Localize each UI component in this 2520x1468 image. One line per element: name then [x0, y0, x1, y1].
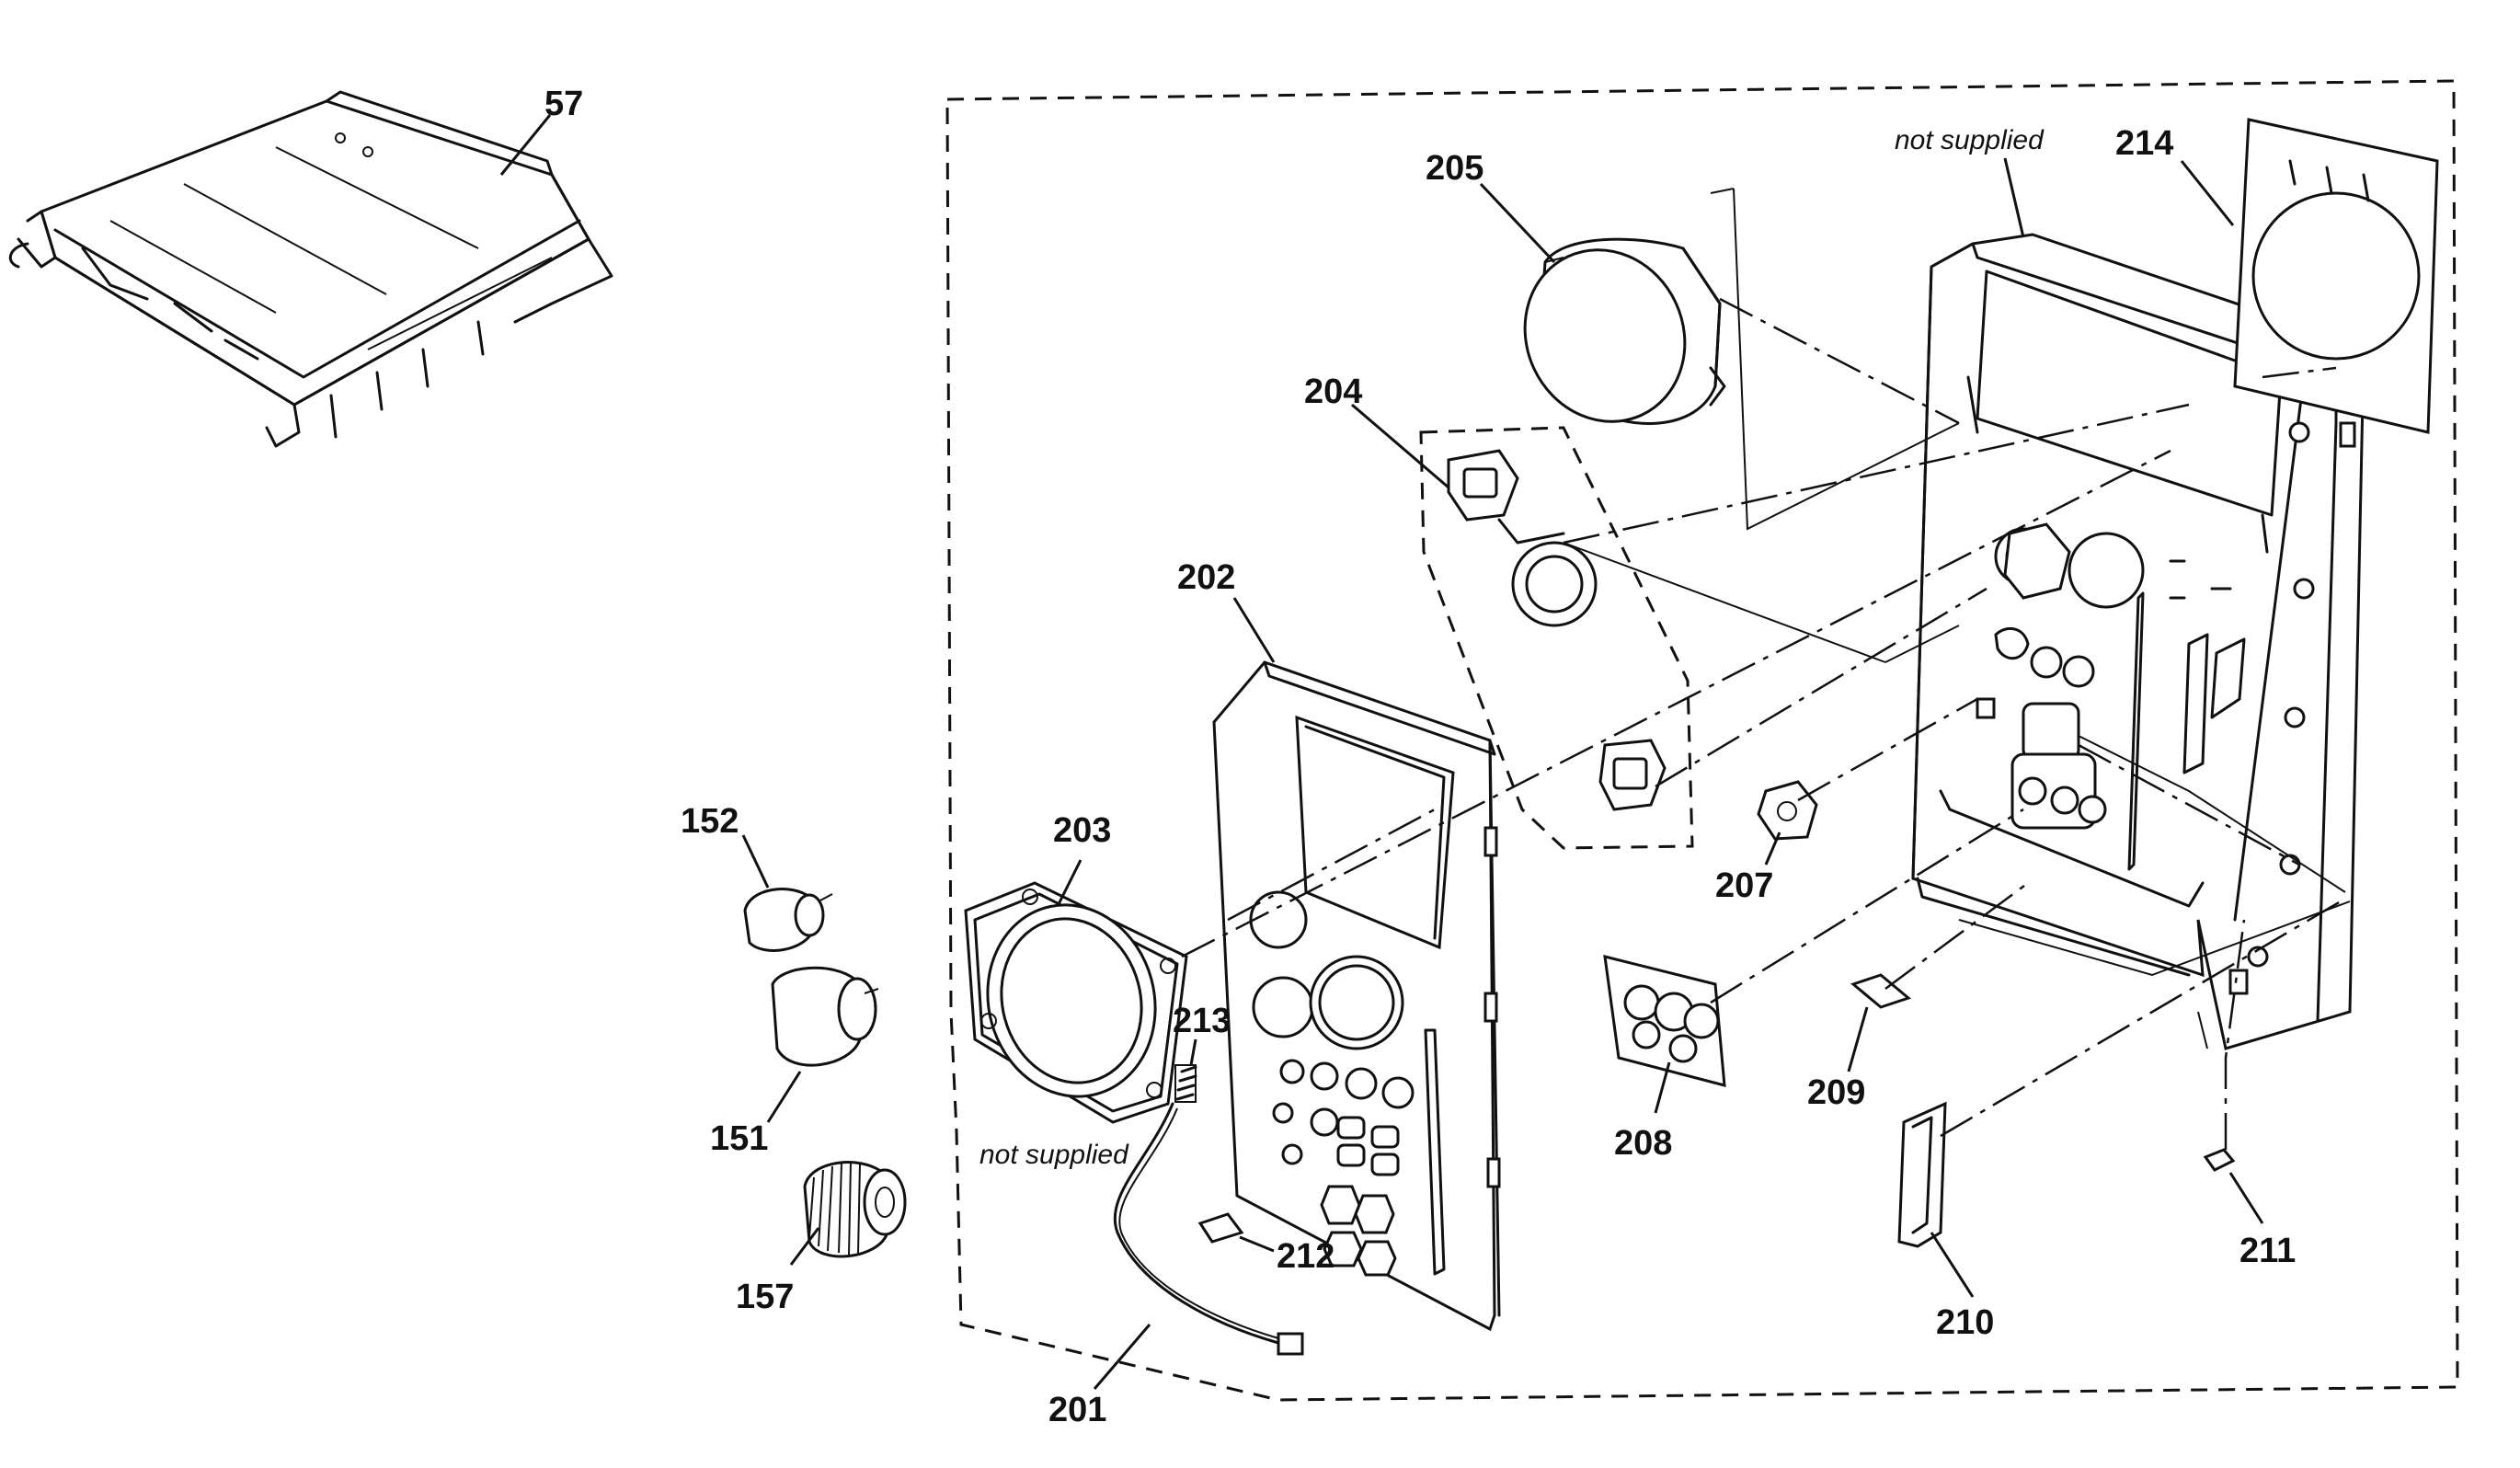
label-152: 152 [681, 802, 739, 841]
part-213-spring [1174, 1064, 1197, 1103]
part-202-front-panel [1212, 660, 1501, 1332]
part-205-speaker [1523, 237, 1726, 425]
label-207: 207 [1715, 866, 1773, 905]
label-204: 204 [1304, 373, 1362, 411]
leader-157 [789, 1227, 820, 1266]
part-211-pad [2203, 1148, 2236, 1172]
label-151: 151 [710, 1119, 768, 1158]
note-not-supplied-chassis: not supplied [1895, 125, 2045, 155]
leader-152 [741, 834, 770, 889]
leader-214 [2180, 160, 2235, 226]
part-157-dial [803, 1161, 907, 1258]
part-204-parts [1447, 449, 1667, 811]
leader-207 [1764, 831, 1781, 866]
leader-205 [1479, 182, 1556, 264]
leader-203 [1056, 859, 1082, 907]
part-151-knob [771, 966, 879, 1067]
leader-208 [1654, 1061, 1671, 1114]
assembly-boundary [945, 79, 2459, 1402]
part-214-sheet [2233, 118, 2439, 434]
leader-211 [2228, 1172, 2264, 1224]
part-204-group-outline [1419, 426, 1694, 850]
leader-202 [1232, 597, 1276, 663]
leader-57 [499, 114, 552, 176]
part-57-tray-assembly [8, 90, 613, 448]
leader-151 [766, 1071, 802, 1123]
assembly-guide-lines [1181, 188, 2351, 1150]
label-201: 201 [1048, 1391, 1106, 1429]
label-209: 209 [1807, 1073, 1865, 1112]
part-203-speaker-frame [964, 881, 1188, 1124]
part-207-bracket [1757, 780, 1818, 841]
leader-213 [1189, 1038, 1197, 1066]
part-209-clip [1850, 973, 1912, 1009]
part-152-knob [743, 888, 833, 952]
label-157: 157 [736, 1278, 794, 1316]
label-214: 214 [2115, 124, 2173, 163]
leader-204 [1351, 403, 1449, 489]
part-212-button [1197, 1212, 1244, 1244]
leader-201 [1093, 1324, 1151, 1390]
leader-212 [1239, 1235, 1275, 1253]
label-212: 212 [1277, 1237, 1334, 1276]
label-205: 205 [1426, 149, 1483, 188]
label-211: 211 [2239, 1232, 2296, 1270]
part-208-button-board [1603, 955, 1726, 1087]
label-202: 202 [1177, 558, 1235, 597]
leader-not-supplied-chassis [2003, 157, 2025, 238]
label-57: 57 [544, 85, 583, 123]
label-210: 210 [1936, 1303, 1994, 1342]
leader-210 [1930, 1232, 1975, 1298]
label-203: 203 [1053, 811, 1111, 850]
label-213: 213 [1173, 1002, 1231, 1040]
label-208: 208 [1614, 1124, 1672, 1163]
leader-209 [1847, 1006, 1869, 1072]
part-201-cable [1113, 1102, 1304, 1356]
note-not-supplied-cable: not supplied [979, 1140, 1129, 1170]
main-chassis [1911, 233, 2365, 1050]
part-210-lever [1897, 1101, 1947, 1248]
